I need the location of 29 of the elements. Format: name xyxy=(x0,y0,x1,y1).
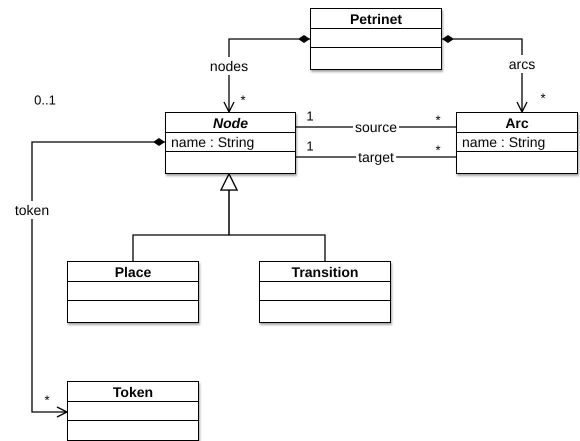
class-box xyxy=(456,112,578,174)
class-box xyxy=(310,8,442,70)
multiplicity-label: * xyxy=(44,392,50,408)
edge-label: arcs xyxy=(506,55,538,73)
class-name: Transition xyxy=(292,264,358,280)
class-name: Place xyxy=(114,264,152,280)
multiplicity-label: 1 xyxy=(306,138,314,154)
class-box xyxy=(67,261,199,323)
multiplicity-label: * xyxy=(435,142,441,158)
composition-arrow xyxy=(31,138,165,418)
class-box xyxy=(165,112,296,174)
class-name: Node xyxy=(213,114,248,130)
composition-arrow xyxy=(442,35,528,113)
composition-arrow xyxy=(223,35,310,113)
class-name: Petrinet xyxy=(350,10,402,26)
multiplicity-label: * xyxy=(240,92,246,108)
class-box xyxy=(259,261,391,323)
multiplicity-label: 0..1 xyxy=(34,92,56,108)
edge-label: token xyxy=(12,201,52,219)
class-box xyxy=(67,381,199,441)
attribute-text: name : String xyxy=(171,134,254,150)
class-name: Arc xyxy=(505,114,529,130)
attribute-text: name : String xyxy=(462,134,546,150)
class-name: Token xyxy=(112,384,154,400)
multiplicity-label: * xyxy=(435,112,441,128)
inheritance-arrow xyxy=(220,173,326,261)
multiplicity-label: 1 xyxy=(306,108,314,124)
multiplicity-label: * xyxy=(540,90,546,106)
edge-label: nodes xyxy=(208,57,250,75)
